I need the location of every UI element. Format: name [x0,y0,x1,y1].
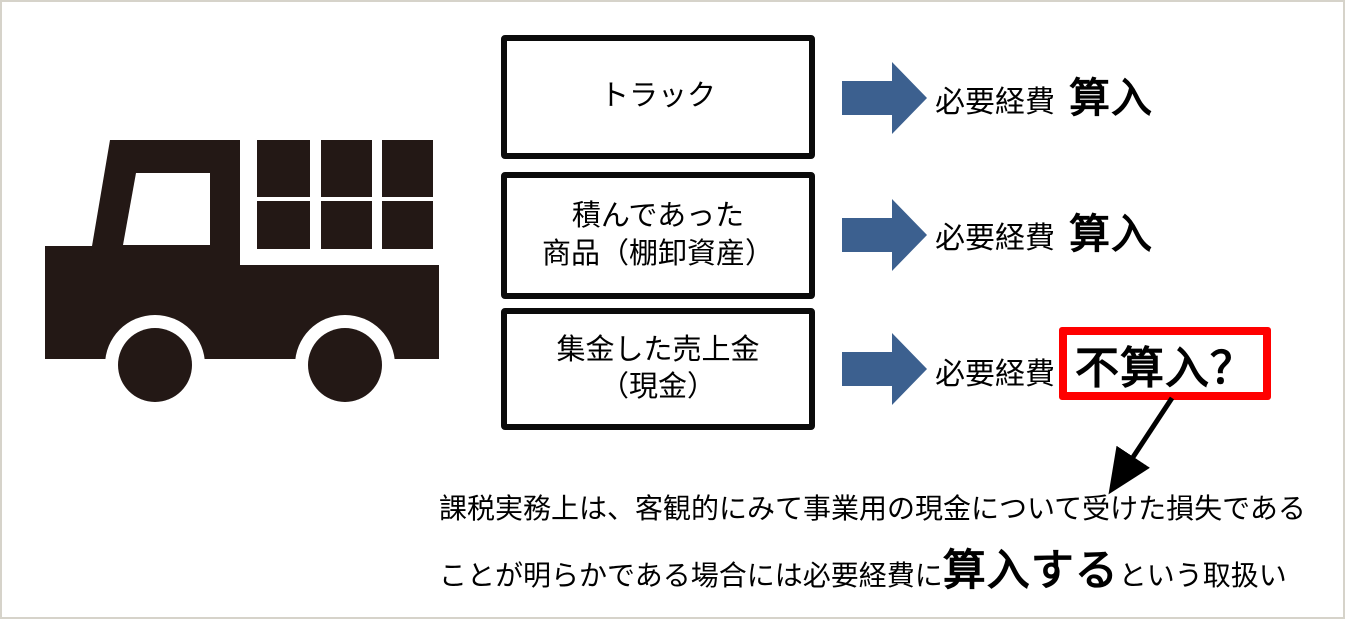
flow-arrow-icon [842,333,927,405]
highlight-box: 不算入？ [1059,327,1271,400]
result-label: 必要経費 [935,357,1055,391]
flow-arrow-icon [842,62,927,134]
flow-box-goods: 積んであった 商品（棚卸資産） [501,172,815,299]
flow-arrow-icon [842,199,927,271]
note-line2-prefix: ことが明らかである場合には必要経費に [439,560,943,591]
flow-box-truck-label: トラック [599,80,716,113]
flow-box-goods-line1: 積んであった [571,200,745,233]
result-label: 必要経費 [935,222,1055,255]
annotation-arrow-icon [1108,396,1175,495]
note-line2: ことが明らかである場合には必要経費に 算入する という取扱い [439,536,1306,598]
flow-box-goods-line2: 商品（棚卸資産） [541,237,774,270]
note-line2-suffix: という取扱い [1118,560,1287,591]
result-value: 算入 [1069,211,1153,257]
result-value: 不算入？ [1075,343,1255,393]
flow-box-truck: トラック [501,35,815,159]
result-row-truck: 必要経費 算入 [935,64,1153,124]
result-value: 算入 [1069,75,1153,121]
note: 課税実務上は、客観的にみて事業用の現金について受けた損失である ことが明らかであ… [439,491,1306,598]
note-line1: 課税実務上は、客観的にみて事業用の現金について受けた損失である [439,493,1306,524]
note-line2-emphasis: 算入する [942,547,1119,595]
flow-box-cash: 集金した売上金 （現金） [501,308,815,430]
truck-icon [45,140,439,415]
result-row-goods: 必要経費 算入 [935,200,1153,260]
result-label: 必要経費 [935,86,1055,119]
result-row-cash: 必要経費 不算入？ [935,327,1271,400]
flow-box-cash-line1: 集金した売上金 [556,333,760,366]
flow-box-cash-line2: （現金） [599,371,716,403]
